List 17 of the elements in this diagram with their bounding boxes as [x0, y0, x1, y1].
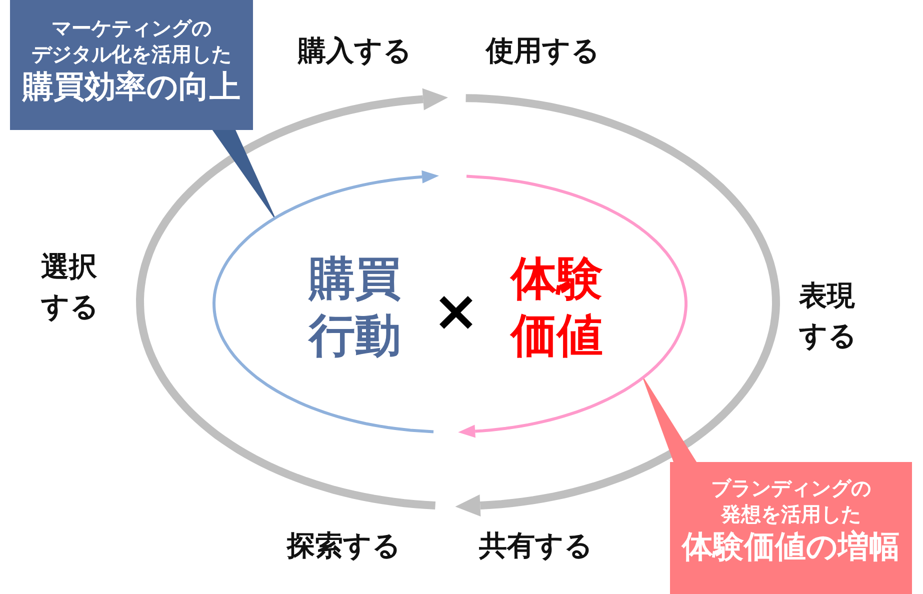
callout-box: [670, 462, 912, 594]
step-label: 共有する: [479, 528, 593, 564]
step-label: 表現する: [799, 278, 858, 354]
step-label: 探索する: [287, 528, 401, 564]
concept-label: 購買行動: [309, 250, 402, 364]
callout-pointer: [642, 377, 697, 462]
callout-heading: 購買効率の向上: [22, 68, 240, 108]
step-label: 使用する: [486, 33, 600, 69]
callout-heading: 体験価値の増幅: [682, 528, 900, 568]
callout-pointer: [212, 130, 276, 219]
callout-box: [10, 0, 253, 130]
step-label: 選択する: [41, 249, 100, 325]
callout-text: ブランディングの発想を活用した: [711, 476, 871, 528]
concept-label: 体験価値: [511, 250, 604, 364]
callout-text: マーケティングのデジタル化を活用した: [32, 16, 232, 68]
times-sign: ×: [432, 284, 480, 340]
step-label: 購入する: [298, 33, 412, 69]
